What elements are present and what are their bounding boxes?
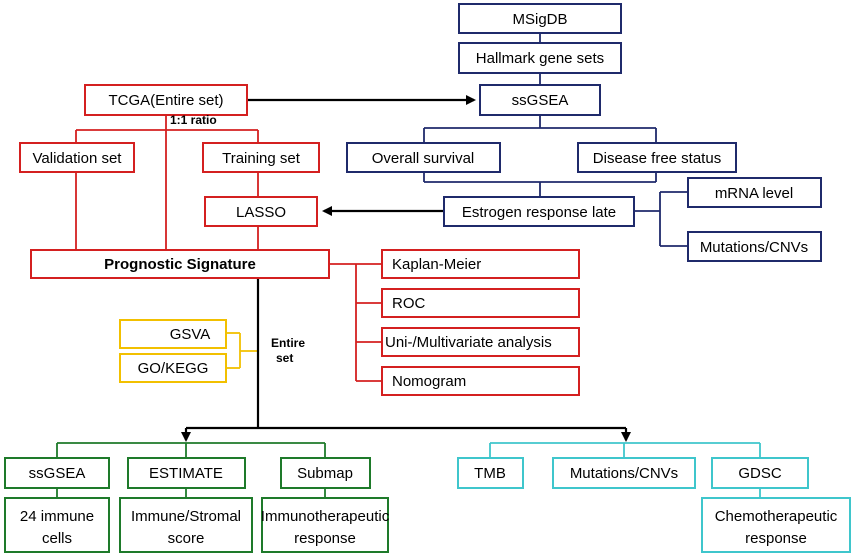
svg-text:score: score <box>168 530 205 547</box>
node-mutations-cnvs-bottom: Mutations/CNVs <box>552 457 696 489</box>
node-estimate: ESTIMATE <box>127 457 246 489</box>
node-uni-multivariate-analysis: Uni-/Multivariate analysis <box>381 327 580 357</box>
svg-text:cells: cells <box>42 530 72 547</box>
svg-text:Mutations/CNVs: Mutations/CNVs <box>570 465 678 482</box>
entire-set-label-line1: Entire <box>271 336 305 350</box>
node-gsva: GSVA <box>119 319 227 349</box>
svg-text:ssGSEA: ssGSEA <box>512 92 569 109</box>
node-roc: ROC <box>381 288 580 318</box>
yellow-connectors <box>226 332 258 369</box>
svg-text:TCGA(Entire set): TCGA(Entire set) <box>108 92 223 109</box>
node-lasso: LASSO <box>204 196 318 227</box>
svg-text:Mutations/CNVs: Mutations/CNVs <box>700 239 808 256</box>
svg-text:response: response <box>745 530 807 547</box>
node-validation-set: Validation set <box>19 142 135 173</box>
node-tmb: TMB <box>457 457 524 489</box>
node-disease-free-status: Disease free status <box>577 142 737 173</box>
svg-text:Training set: Training set <box>222 150 301 167</box>
svg-text:Validation set: Validation set <box>33 150 123 167</box>
node-24-immune-cells: 24 immune cells <box>4 497 110 553</box>
black-arrows <box>181 95 631 442</box>
node-submap: Submap <box>280 457 371 489</box>
cyan-connectors <box>489 442 761 498</box>
node-estrogen-response-late: Estrogen response late <box>443 196 635 227</box>
node-hallmark-gene-sets: Hallmark gene sets <box>458 42 622 74</box>
svg-text:Nomogram: Nomogram <box>392 373 466 390</box>
svg-text:response: response <box>294 530 356 547</box>
node-training-set: Training set <box>202 142 320 173</box>
svg-text:mRNA level: mRNA level <box>715 185 793 202</box>
node-immunotherapeutic-response: Immunotherapeutic response <box>261 497 390 553</box>
svg-text:Immune/Stromal: Immune/Stromal <box>131 508 241 525</box>
svg-text:Prognostic Signature: Prognostic Signature <box>104 256 256 273</box>
svg-text:MSigDB: MSigDB <box>512 11 567 28</box>
svg-text:ROC: ROC <box>392 295 426 312</box>
node-msigdb: MSigDB <box>458 3 622 34</box>
green-connectors <box>56 442 326 498</box>
node-chemotherapeutic-response: Chemotherapeutic response <box>701 497 851 553</box>
node-nomogram: Nomogram <box>381 366 580 396</box>
svg-text:24 immune: 24 immune <box>20 508 94 525</box>
node-ssgsea-top: ssGSEA <box>479 84 601 116</box>
svg-text:TMB: TMB <box>474 465 506 482</box>
svg-text:Estrogen response late: Estrogen response late <box>462 204 616 221</box>
node-ssgsea-bottom: ssGSEA <box>4 457 110 489</box>
node-go-kegg: GO/KEGG <box>119 353 227 383</box>
svg-text:LASSO: LASSO <box>236 204 286 221</box>
entire-set-label-line2: set <box>276 351 293 365</box>
svg-text:Overall survival: Overall survival <box>372 150 475 167</box>
node-gdsc: GDSC <box>711 457 809 489</box>
svg-text:GSVA: GSVA <box>170 326 211 343</box>
navy-connectors <box>423 33 688 247</box>
svg-text:ESTIMATE: ESTIMATE <box>149 465 223 482</box>
node-prognostic-signature: Prognostic Signature <box>30 249 330 279</box>
svg-text:Uni-/Multivariate analysis: Uni-/Multivariate analysis <box>385 334 552 351</box>
red-connectors <box>75 115 382 382</box>
svg-text:Submap: Submap <box>297 465 353 482</box>
node-immune-stromal-score: Immune/Stromal score <box>119 497 253 553</box>
node-overall-survival: Overall survival <box>346 142 501 173</box>
node-kaplan-meier: Kaplan-Meier <box>381 249 580 279</box>
node-mutations-cnvs-top: Mutations/CNVs <box>687 231 822 262</box>
svg-text:Immunotherapeutic: Immunotherapeutic <box>261 508 390 525</box>
svg-text:GO/KEGG: GO/KEGG <box>138 360 209 377</box>
node-tcga-entire-set: TCGA(Entire set) <box>84 84 248 116</box>
svg-text:ssGSEA: ssGSEA <box>29 465 86 482</box>
node-mrna-level: mRNA level <box>687 177 822 208</box>
svg-text:Chemotherapeutic: Chemotherapeutic <box>715 508 838 525</box>
svg-text:GDSC: GDSC <box>738 465 782 482</box>
ratio-label: 1:1 ratio <box>170 113 217 127</box>
svg-text:Disease free status: Disease free status <box>593 150 721 167</box>
svg-text:Hallmark gene sets: Hallmark gene sets <box>476 50 604 67</box>
svg-text:Kaplan-Meier: Kaplan-Meier <box>392 256 481 273</box>
